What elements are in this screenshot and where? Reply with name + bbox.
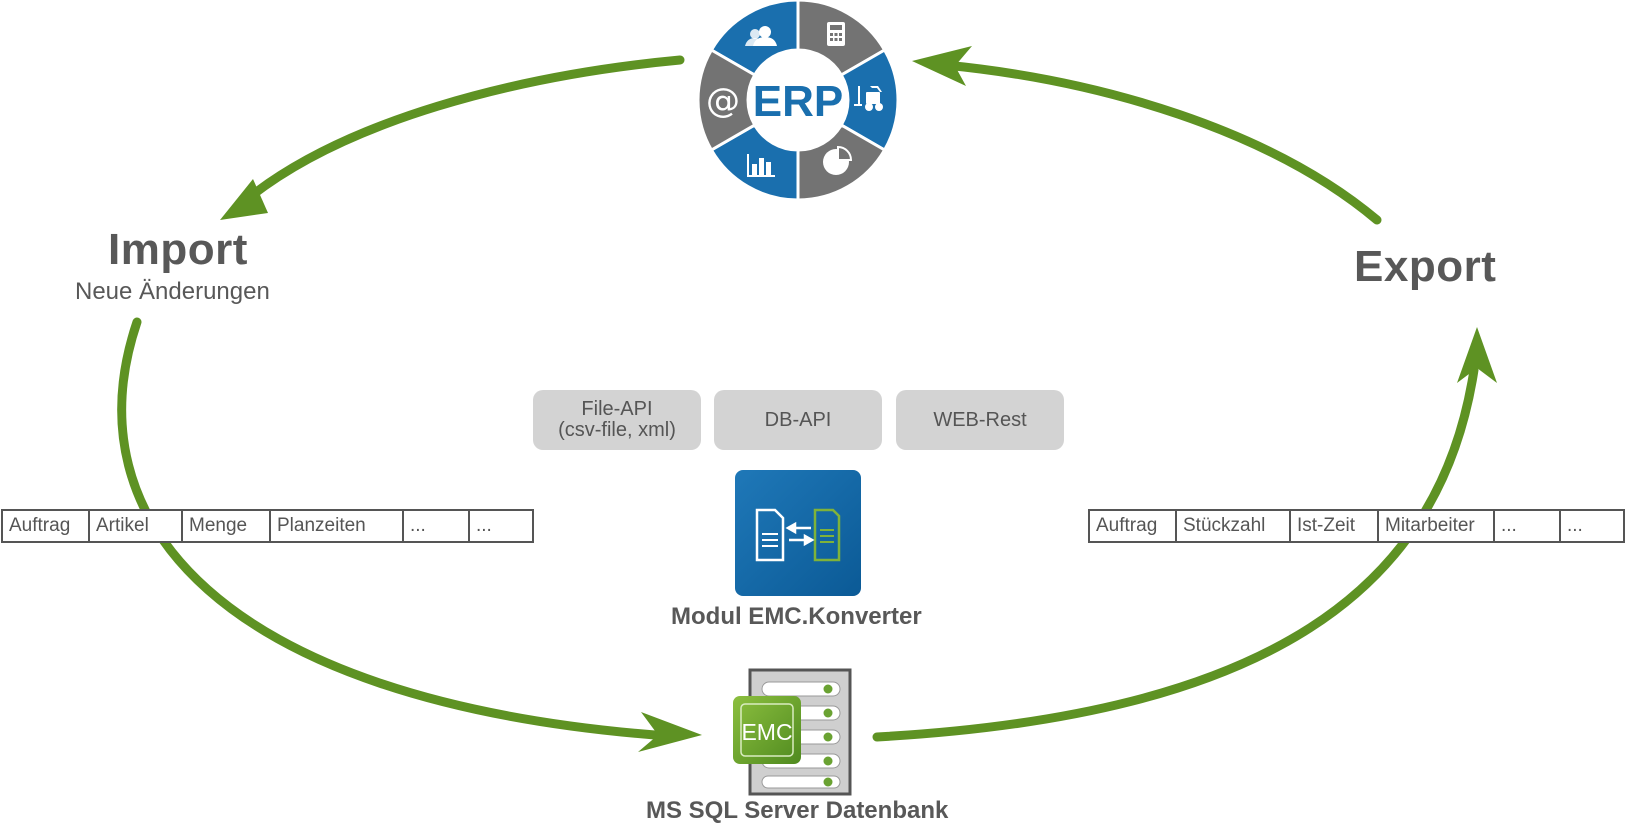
api-box-web: WEB-Rest — [896, 390, 1064, 450]
import-field-cell: ... — [404, 511, 470, 541]
import-field-cell: Planzeiten — [271, 511, 404, 541]
import-field-cell: ... — [476, 515, 492, 536]
erp-wheel: ERP — [696, 0, 900, 202]
export-title: Export — [1354, 242, 1497, 291]
import-subtitle: Neue Änderungen — [75, 278, 270, 305]
import-title: Import — [108, 225, 248, 274]
arrow-import-to-database — [117, 317, 660, 740]
export-field-cell: ... — [1495, 511, 1561, 541]
export-field-cell: ... — [1567, 515, 1583, 536]
arrowhead-erp — [912, 46, 972, 86]
export-field-cell: Mitarbeiter — [1379, 511, 1495, 541]
import-field-cell: Menge — [183, 511, 271, 541]
calculator-icon — [827, 22, 845, 46]
export-field-cell: Auftrag — [1090, 511, 1177, 541]
forklift-icon — [854, 86, 883, 111]
pie-chart-icon — [823, 145, 853, 175]
arrowhead-export — [1457, 327, 1497, 383]
import-field-cell: Auftrag — [3, 511, 90, 541]
arrowhead-database — [638, 712, 702, 752]
file-convert-icon — [735, 470, 861, 596]
arrow-heads — [220, 46, 1497, 752]
import-field-cell: Artikel — [90, 511, 183, 541]
server-icon — [748, 668, 852, 796]
bar-chart-icon — [747, 154, 775, 177]
erp-label: ERP — [753, 77, 843, 126]
users-icon — [745, 26, 777, 46]
arrow-export-to-erp — [940, 60, 1382, 225]
arrow-erp-to-import — [235, 55, 685, 210]
export-field-table: Auftrag Stückzahl Ist-Zeit Mitarbeiter .… — [1088, 509, 1625, 543]
converter-caption: Modul EMC.Konverter — [671, 603, 922, 630]
import-field-table: Auftrag Artikel Menge Planzeiten ... ... — [1, 509, 534, 543]
export-field-cell: Ist-Zeit — [1291, 511, 1379, 541]
cycle-arrows — [117, 55, 1479, 742]
api-box-db: DB-API — [714, 390, 882, 450]
export-field-cell: Stückzahl — [1177, 511, 1291, 541]
at-sign-icon: @ — [706, 81, 740, 121]
api-box-file: File-API (csv-file, xml) — [533, 390, 701, 450]
emc-logo-text: EMC — [741, 719, 792, 745]
database-caption: MS SQL Server Datenbank — [646, 797, 949, 824]
emc-logo: EMC — [733, 696, 801, 764]
arrowhead-import — [220, 179, 268, 220]
arrow-database-to-export — [872, 365, 1479, 742]
